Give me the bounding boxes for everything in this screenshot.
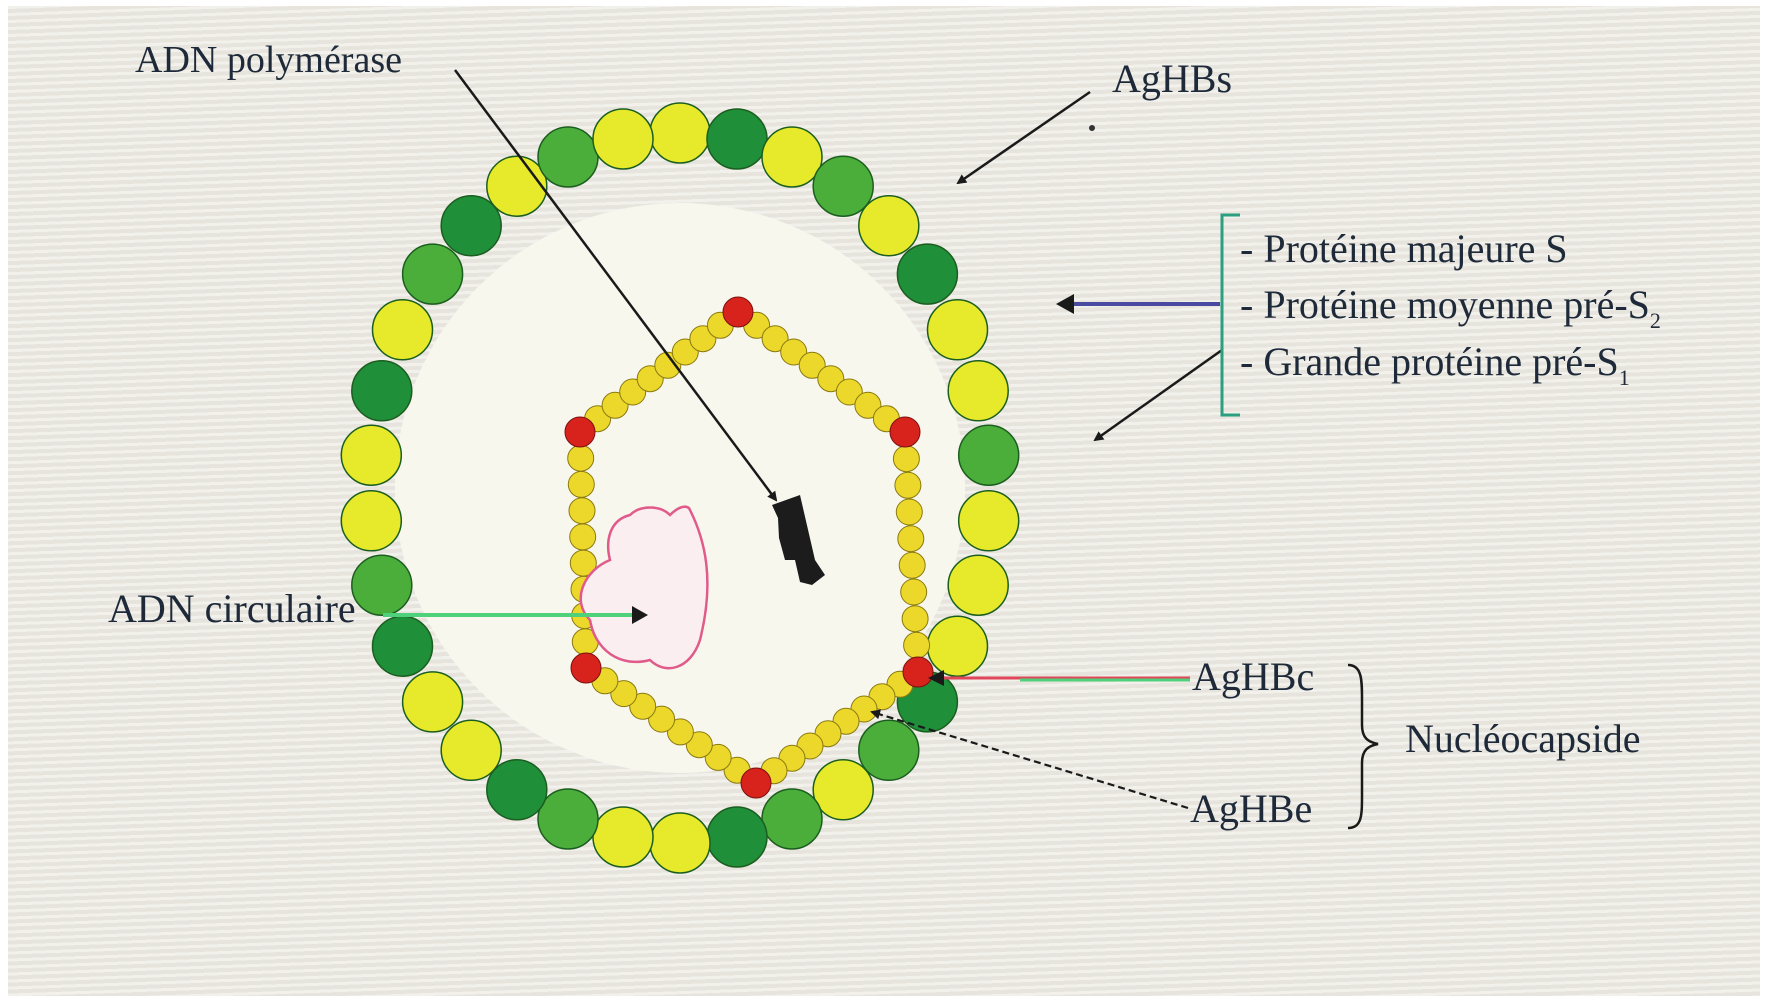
capsomere — [762, 127, 822, 187]
proteins-diagonal-arrow — [1095, 350, 1222, 440]
capsomere — [352, 361, 412, 421]
capsomere — [341, 425, 401, 485]
label-protein-pre-s2: - Protéine moyenne pré-S2 — [1240, 282, 1661, 333]
label-nucleocapside: Nucléocapside — [1405, 716, 1640, 761]
capsomere — [352, 555, 412, 615]
core-bead — [901, 579, 927, 605]
label-adn-polymerase: ADN polymérase — [135, 39, 402, 81]
capsomere — [897, 244, 957, 304]
capsomere — [813, 156, 873, 216]
core-vertex — [723, 297, 753, 327]
core-vertex — [890, 417, 920, 447]
capsomere — [948, 555, 1008, 615]
stray-dot — [1089, 125, 1095, 131]
capsomere — [813, 760, 873, 820]
core-bead — [568, 471, 594, 497]
core-bead — [568, 445, 594, 471]
core-vertex — [571, 653, 601, 683]
aghbs-arrow — [958, 92, 1090, 183]
core-bead — [904, 632, 930, 658]
core-bead — [570, 524, 596, 550]
capsomere — [928, 616, 988, 676]
capsomere — [403, 672, 463, 732]
proteins-bracket — [1222, 215, 1240, 415]
capsomere — [928, 300, 988, 360]
capsomere — [859, 196, 919, 256]
core-bead — [895, 472, 921, 498]
label-protein-pre-s1: - Grande protéine pré-S1 — [1240, 339, 1630, 390]
proteins-blue-arrow — [1056, 294, 1220, 314]
capsomere — [487, 760, 547, 820]
capsomere — [707, 109, 767, 169]
capsomere — [959, 425, 1019, 485]
capsomere — [373, 616, 433, 676]
label-aghbc: AgHBc — [1192, 654, 1314, 699]
capsomere — [762, 789, 822, 849]
label-protein-s: - Protéine majeure S — [1240, 226, 1568, 271]
capsomere — [373, 300, 433, 360]
capsomere — [341, 491, 401, 551]
capsomere — [650, 813, 710, 873]
core-bead — [902, 606, 928, 632]
capsomere — [487, 156, 547, 216]
capsomere — [593, 807, 653, 867]
capsomere — [403, 244, 463, 304]
capsomere — [538, 789, 598, 849]
aghbe-arrow — [872, 712, 1188, 808]
core-vertex — [903, 657, 933, 687]
label-aghbe: AgHBe — [1190, 786, 1312, 831]
core-vertex — [741, 768, 771, 798]
capsomere — [593, 109, 653, 169]
label-adn-circulaire: ADN circulaire — [108, 586, 356, 631]
core-bead — [569, 498, 595, 524]
capsomere — [707, 807, 767, 867]
capsomere — [441, 196, 501, 256]
capsomere — [441, 720, 501, 780]
capsomere — [650, 103, 710, 163]
core-bead — [896, 499, 922, 525]
capsomere — [859, 720, 919, 780]
core-bead — [899, 552, 925, 578]
capsomere — [538, 127, 598, 187]
label-aghbs: AgHBs — [1112, 56, 1232, 101]
core-bead — [898, 526, 924, 552]
capsomere — [959, 491, 1019, 551]
core-vertex — [565, 417, 595, 447]
capsomere — [948, 361, 1008, 421]
nucleocapside-brace — [1348, 665, 1378, 828]
core-bead — [893, 446, 919, 472]
